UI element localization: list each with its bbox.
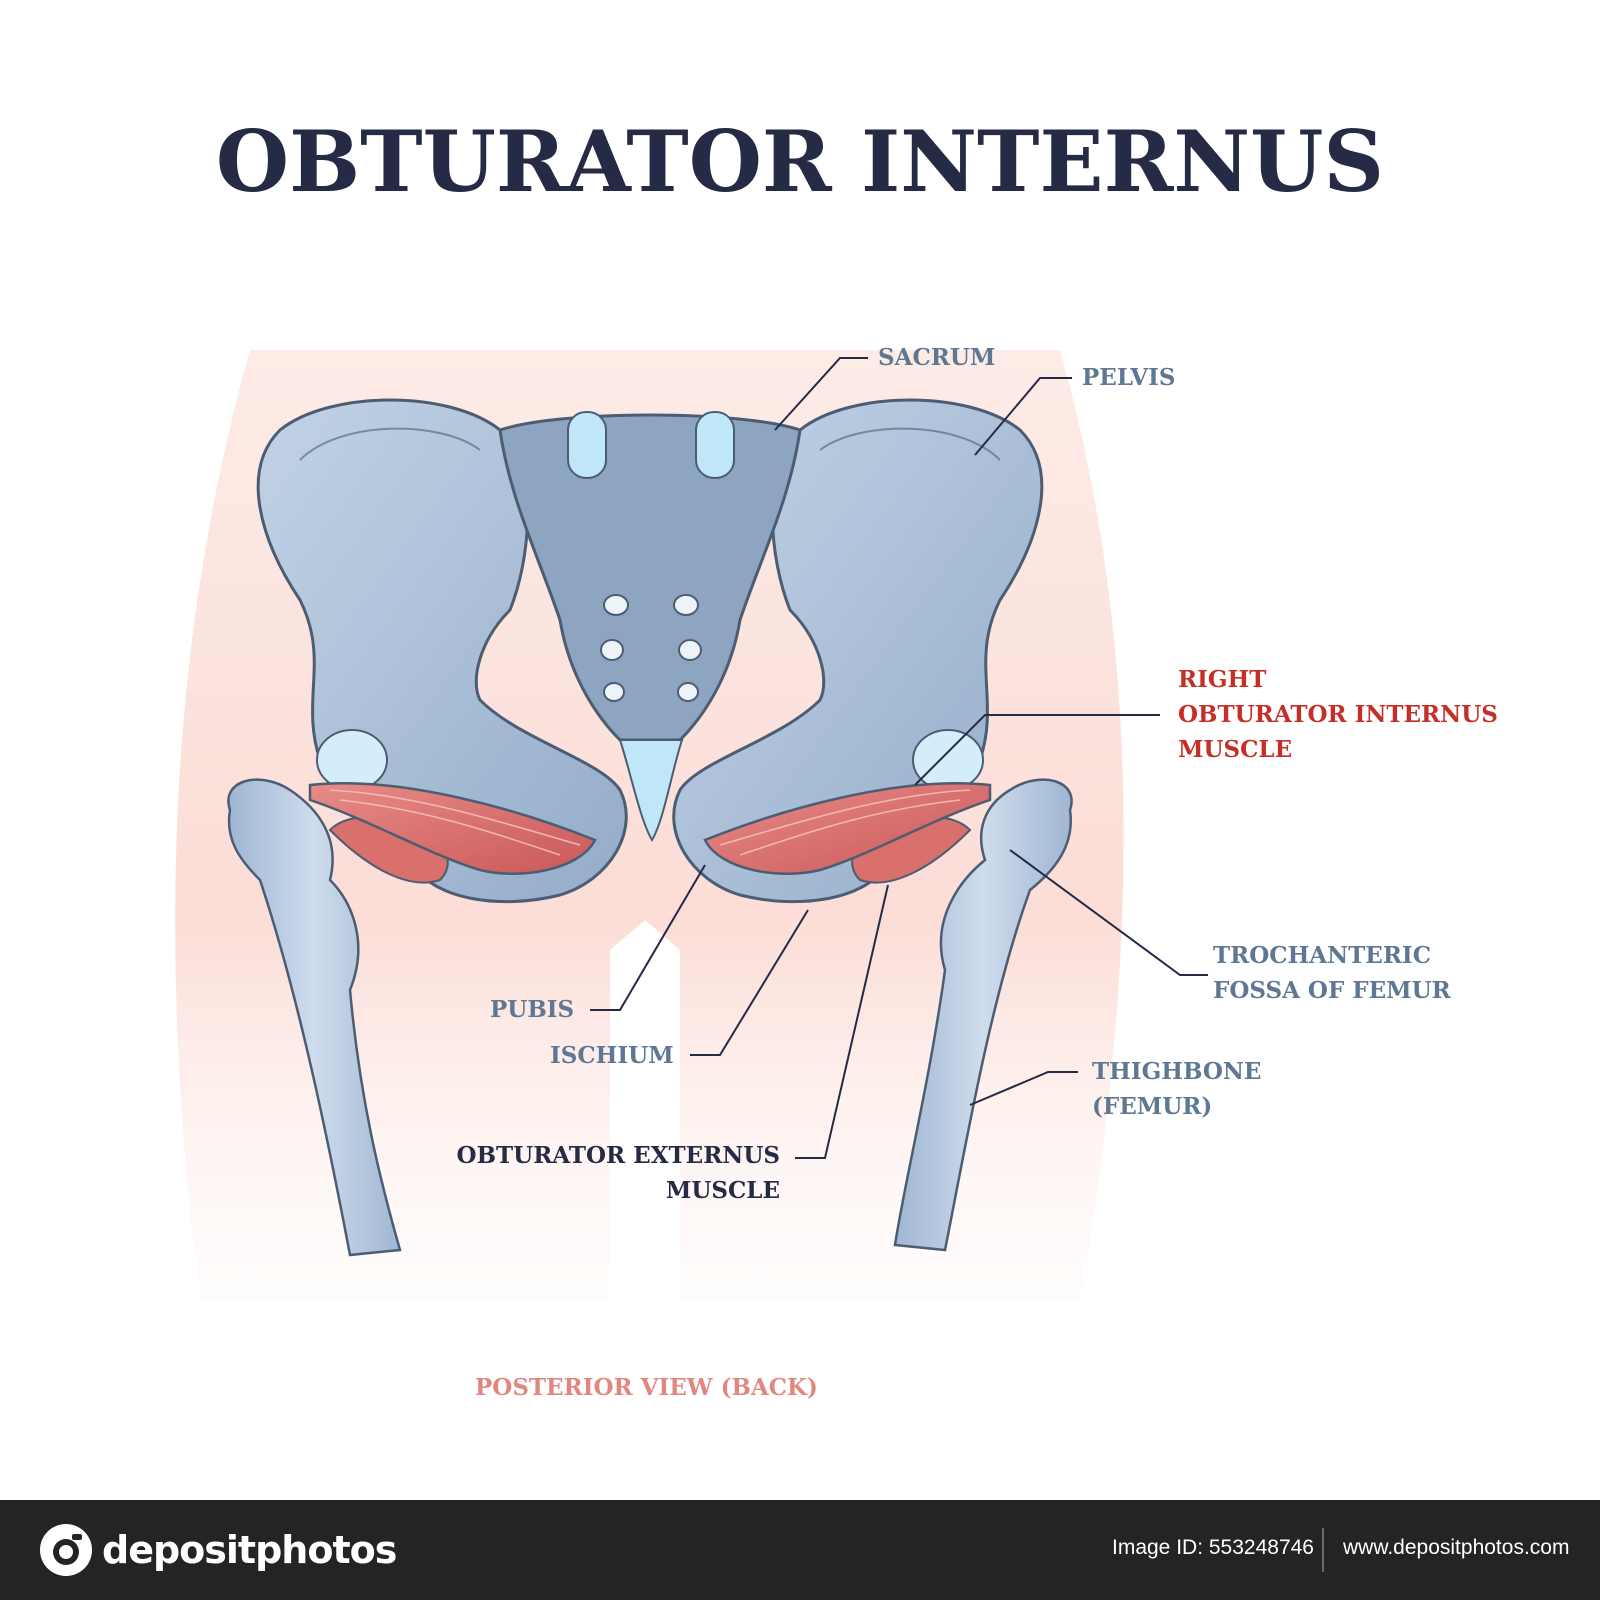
camera-icon	[40, 1524, 92, 1576]
diagram-title: OBTURATOR INTERNUS	[215, 112, 1385, 211]
label-pelvis: PELVIS	[1082, 364, 1176, 391]
label-thighbone: THIGHBONE (FEMUR)	[1092, 1058, 1262, 1120]
leg-gap	[610, 920, 680, 1300]
leader-right-obturator-internus	[914, 714, 1160, 786]
footer-divider	[1322, 1528, 1324, 1572]
stock-footer: depositphotos Image ID: 553248746 www.de…	[0, 1500, 1600, 1600]
leader-trochanteric	[1009, 849, 1208, 976]
pelvis-illustration	[175, 350, 1208, 1300]
label-pubis: PUBIS	[490, 996, 575, 1023]
left-hip-joint	[316, 729, 388, 791]
leader-sacrum	[774, 357, 868, 431]
label-trochanteric-fossa: TROCHANTERIC FOSSA OF FEMUR	[1213, 942, 1451, 1004]
label-obturator-externus: OBTURATOR EXTERNUS MUSCLE	[456, 1142, 780, 1204]
label-ischium: ISCHIUM	[550, 1042, 674, 1069]
right-hip-joint	[912, 729, 984, 791]
right-femur	[893, 778, 1073, 1252]
leader-obturator-externus	[795, 884, 889, 1159]
label-posterior-view: POSTERIOR VIEW (BACK)	[475, 1374, 818, 1401]
leader-pelvis	[974, 377, 1072, 456]
leader-pubis	[590, 864, 706, 1011]
left-femur	[227, 778, 402, 1257]
site-url: www.depositphotos.com	[1343, 1536, 1570, 1559]
leader-ischium	[690, 909, 809, 1056]
sacrum-bone	[498, 411, 802, 842]
image-id: Image ID: 553248746	[1112, 1536, 1314, 1559]
label-right-obturator-internus: RIGHT OBTURATOR INTERNUS MUSCLE	[1178, 666, 1498, 763]
leader-thighbone	[969, 1071, 1078, 1106]
depositphotos-logo: depositphotos	[38, 1520, 397, 1580]
brand-name: depositphotos	[102, 1528, 397, 1572]
label-sacrum: SACRUM	[878, 344, 996, 371]
